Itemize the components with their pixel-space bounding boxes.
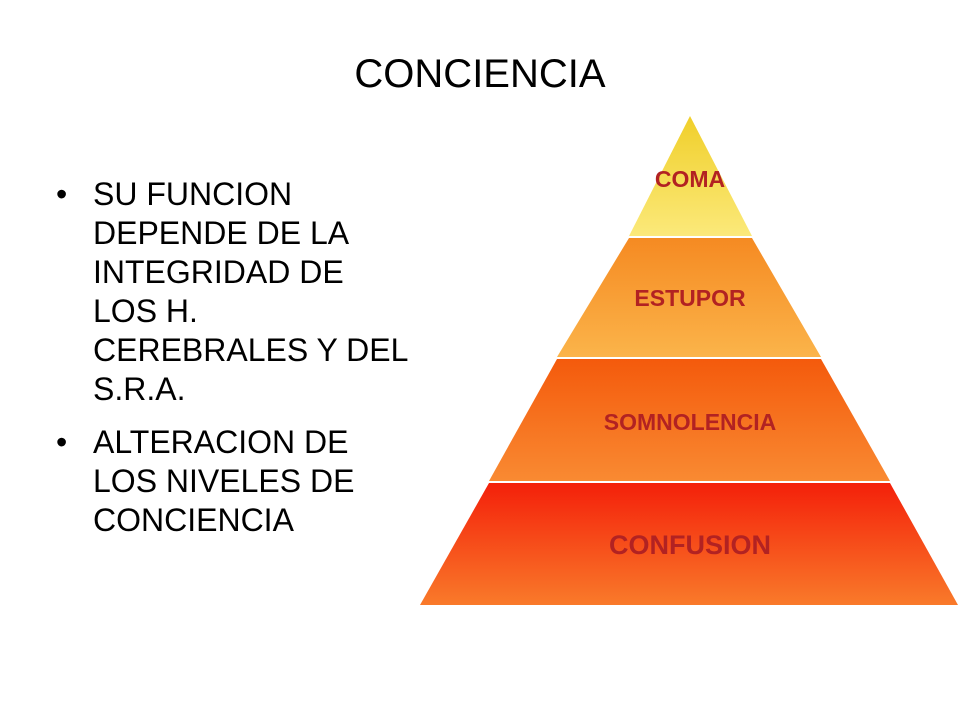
bullet-item: • ALTERACION DE LOS NIVELES DE CONCIENCI… — [56, 423, 416, 540]
bullet-text: ALTERACION DE LOS NIVELES DE CONCIENCIA — [93, 424, 355, 538]
slide-title: CONCIENCIA — [354, 52, 606, 96]
pyramid-level-confusion — [420, 483, 958, 605]
pyramid-level-estupor — [557, 238, 821, 357]
pyramid-label-estupor: ESTUPOR — [634, 285, 746, 311]
pyramid-label-coma: COMA — [655, 166, 725, 192]
pyramid-label-somnolencia: SOMNOLENCIA — [604, 409, 777, 435]
bullet-list: • SU FUNCION DEPENDE DE LA INTEGRIDAD DE… — [56, 175, 416, 554]
bullet-dot: • — [56, 424, 68, 460]
bullet-item: • SU FUNCION DEPENDE DE LA INTEGRIDAD DE… — [56, 175, 416, 409]
pyramid-label-confusion: CONFUSION — [609, 530, 771, 560]
pyramid-level-coma — [629, 116, 752, 236]
bullet-text: SU FUNCION DEPENDE DE LA INTEGRIDAD DE L… — [93, 176, 408, 407]
bullet-dot: • — [56, 176, 68, 212]
pyramid-level-somnolencia — [489, 359, 890, 481]
